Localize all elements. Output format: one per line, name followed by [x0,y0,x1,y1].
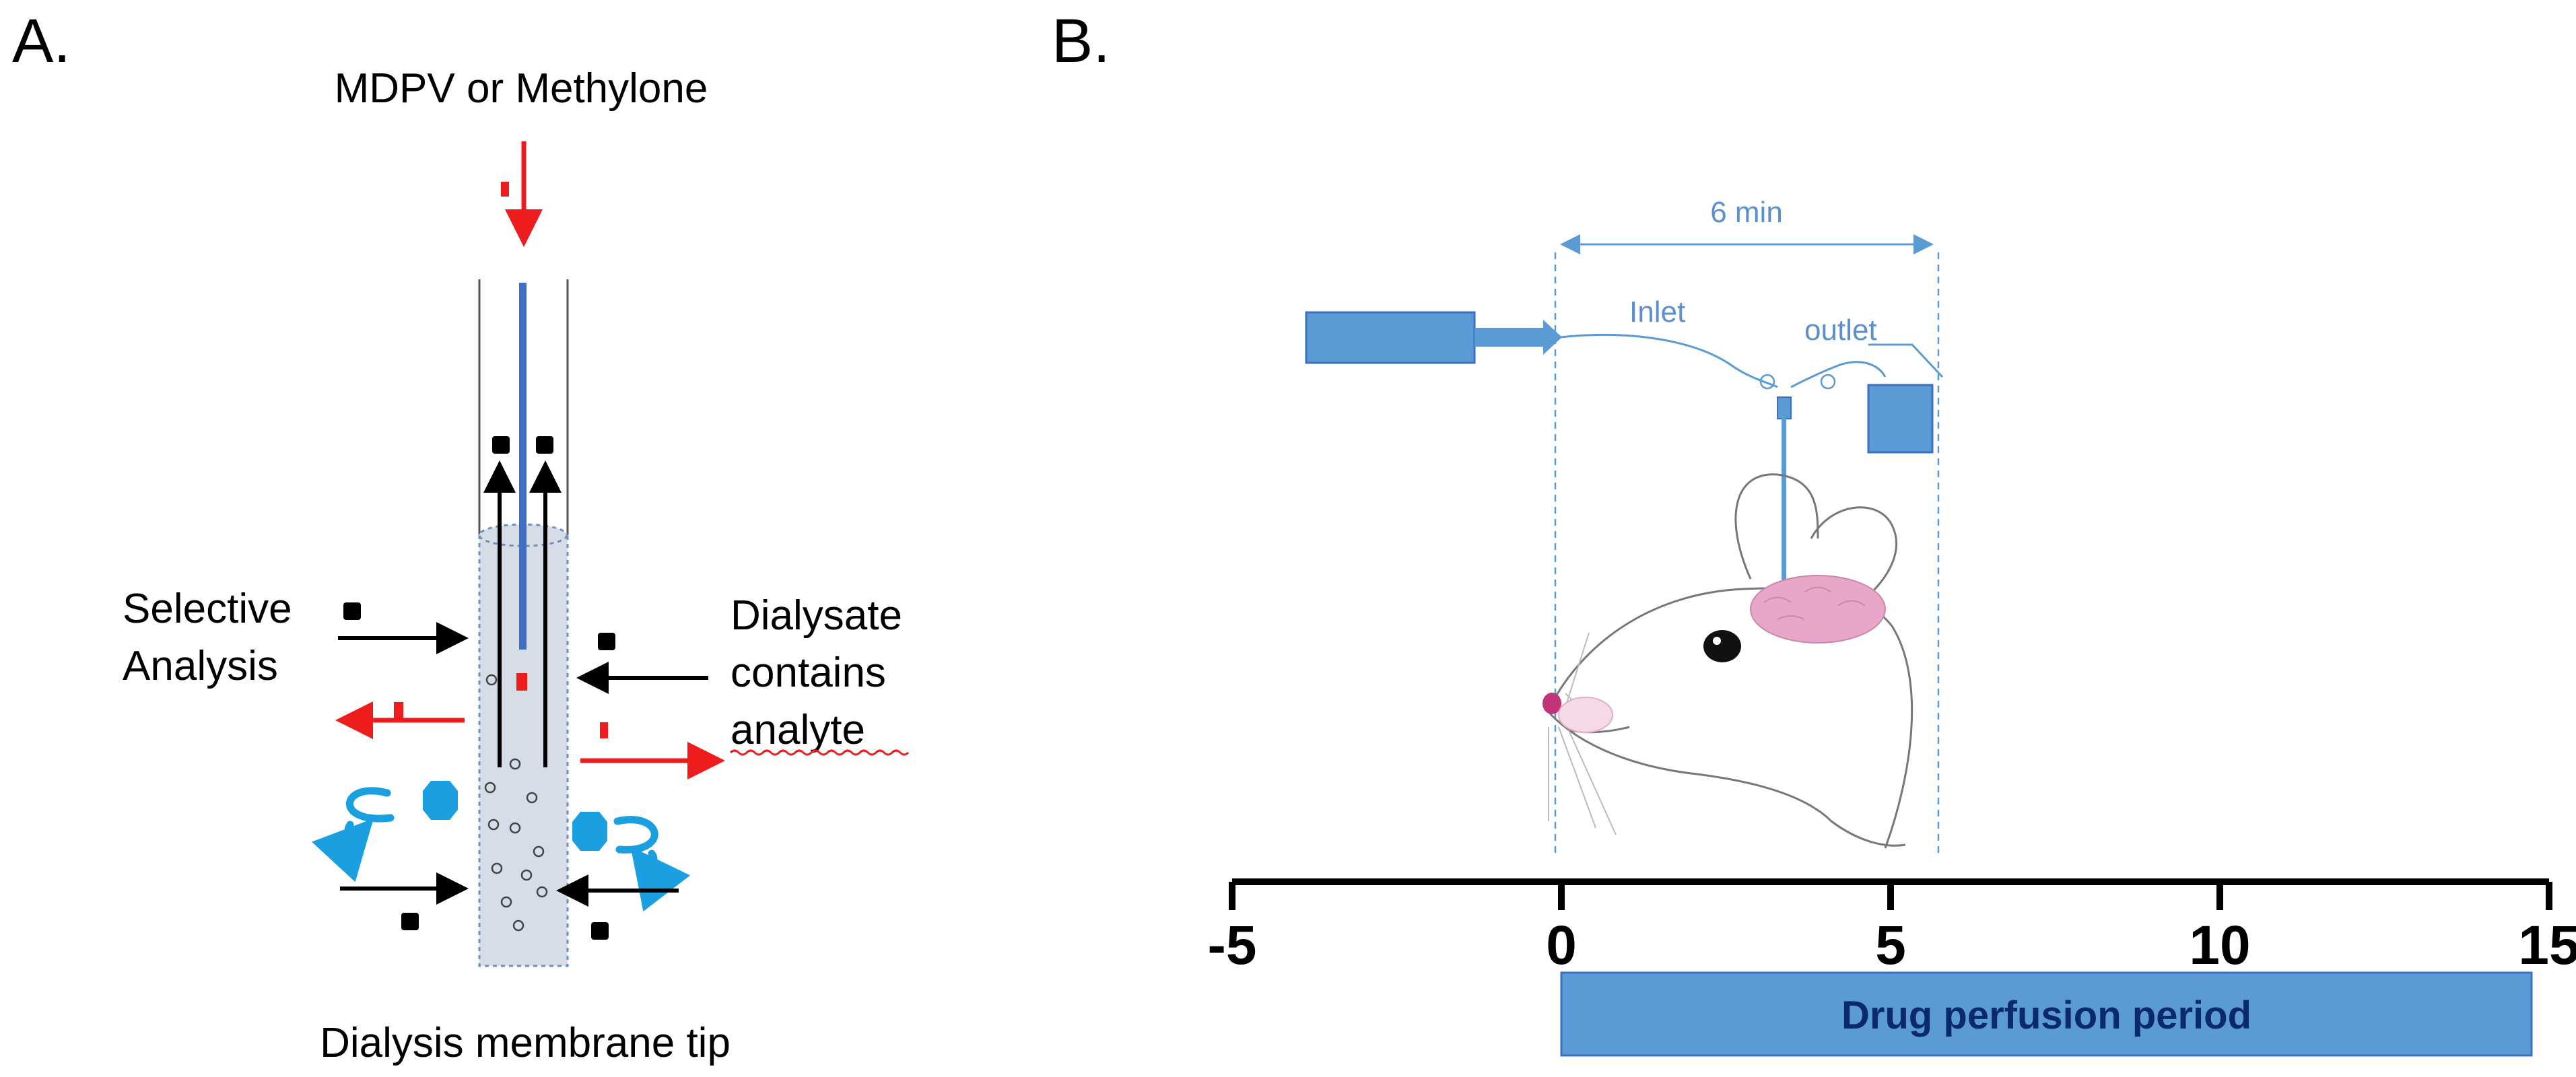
analyte-molecule-icon [536,436,553,454]
right-label-line2: contains [731,650,886,696]
panel-b-label: B. [1052,7,1110,75]
spellcheck-underline [729,749,910,756]
tubing-loop [1820,374,1836,390]
drug-molecule-icon [394,702,403,718]
panel-a: A. MDPV or Methylone Selective Ana [12,7,910,1066]
outlet-label: outlet [1804,314,1877,347]
inlet-label: Inlet [1629,296,1685,328]
tubing-loop [1759,374,1775,390]
rat-nose [1543,693,1561,714]
rat-snout-patch [1558,697,1613,733]
drug-molecule-icon [516,673,527,691]
collection-vial [1867,384,1934,454]
analyte-molecule-icon [492,436,510,454]
analyte-molecule-icon [343,602,361,620]
inlet-tubing [1560,334,1778,388]
rat-whiskers [1548,632,1617,835]
rat-jaw [1549,712,1906,847]
panel-a-label: A. [12,7,71,75]
timeline-tick-label: 5 [1875,915,1906,976]
drug-perfusion-label: Drug perfusion period [1841,994,2251,1037]
transport-protein-icon [423,781,458,820]
panel-b: B. 6 min Inlet outlet [1052,7,1944,858]
duration-label: 6 min [1710,196,1783,229]
analyte-molecule-icon [591,922,609,940]
outlet-tubing-end [1868,343,1944,378]
transport-protein-icon [572,812,607,851]
rat-head-illustration [1548,473,1913,849]
analyte-molecule-icon [598,633,615,650]
pump-outflow-arrow [1475,320,1562,355]
microdialysis-probe [1782,417,1786,609]
inner-cannula [519,283,527,650]
timeline: -5 0 5 10 15 Drug perfusion period [1208,878,2576,1057]
rat-eye [1703,630,1741,662]
rat-ear-inner [1810,506,1898,594]
timeline-tick-label: -5 [1208,915,1257,976]
drug-molecule-icon [600,722,608,738]
recycle-flow-icon [617,820,654,864]
drug-perfusion-bar [1560,971,2533,1057]
syringe-pump [1305,311,1476,364]
timeline-tick-label: 0 [1546,915,1577,976]
outlet-tubing [1790,361,1887,388]
left-label-line2: Analysis [123,643,278,689]
timeline-tick-label: 15 [2518,915,2576,976]
brain-folds [1763,586,1866,620]
membrane-particles [484,674,548,932]
rat-ear [1734,473,1819,580]
right-label-line3: analyte [731,707,865,753]
drug-label: MDPV or Methylone [335,65,708,112]
recycle-flow-icon [348,791,391,835]
membrane-tip-label: Dialysis membrane tip [320,1020,731,1066]
probe-hub [1777,396,1792,419]
left-label-line1: Selective [123,586,292,632]
analyte-molecule-icon [401,913,419,930]
drug-molecule-icon [501,182,509,197]
rat-brain [1750,575,1886,644]
rat-eye-highlight [1713,637,1721,645]
right-label-line1: Dialysate [731,592,902,639]
timeline-tick-label: 10 [2189,915,2250,976]
timeline-ticks: -5 0 5 10 15 [1208,882,2576,976]
